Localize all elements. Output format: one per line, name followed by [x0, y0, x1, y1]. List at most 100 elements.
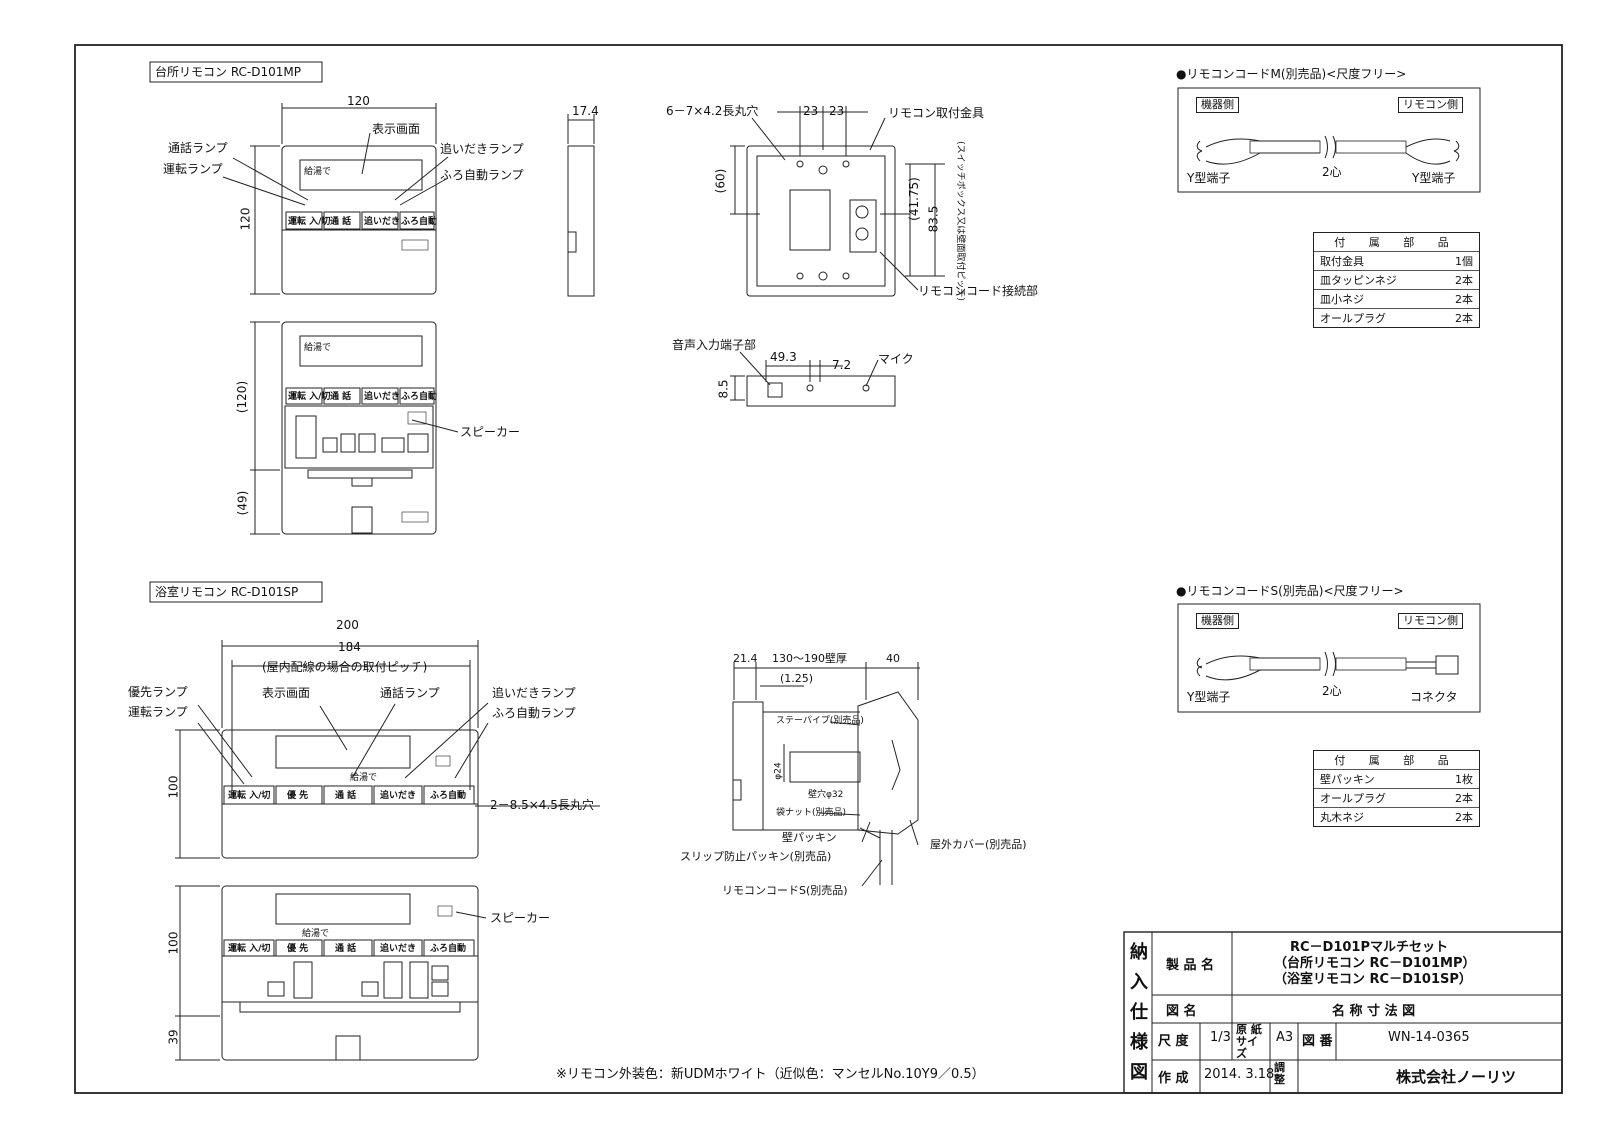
install-outer-cover-label: 屋外カバー(別売品) — [930, 838, 1027, 851]
acc-m-name: オールプラグ — [1320, 312, 1386, 325]
bath-open-btn-run[interactable]: 運転 入/切 — [228, 944, 271, 954]
drawing-number: WN-14-0365 — [1388, 1030, 1470, 1045]
company-name: 株式会社ノーリツ — [1396, 1068, 1517, 1086]
kitchen-open-height-dim: (120) — [235, 380, 250, 414]
kitchen-open-btn-reheat[interactable]: 追いだき — [364, 392, 401, 402]
acc-s-qty: 1枚 — [1427, 769, 1479, 789]
bath-call-lamp-label: 通話ランプ — [380, 686, 440, 700]
color-note: ※リモコン外装色：新UDMホワイト（近似色：マンセルNo.10Y9／0.5） — [556, 1067, 985, 1082]
kitchen-btn-reheat[interactable]: 追いだき — [364, 217, 401, 227]
acc-m-header: 付 属 部 品 — [1314, 233, 1479, 252]
acc-m-qty: 2本 — [1427, 270, 1479, 290]
product-line-1: RC－D101Pマルチセット — [1290, 940, 1449, 955]
cord-s-right-tag: リモコン側 — [1398, 613, 1463, 629]
kitchen-width-dim: 120 — [347, 94, 370, 108]
kitchen-btn-call[interactable]: 通 話 — [330, 217, 352, 227]
bracket-cord-conn-label: リモコンコード接続部 — [918, 284, 1039, 298]
cord-m-center: 2心 — [1322, 165, 1342, 179]
scale-value: 1/3 — [1210, 1030, 1231, 1045]
kitchen-open-btn-run[interactable]: 運転 入/切 — [288, 392, 331, 402]
acc-m-name: 取付金具 — [1314, 251, 1427, 271]
bath-btn-auto-bath[interactable]: ふろ自動 — [430, 791, 467, 801]
bath-lower-dim: 39 — [166, 1029, 181, 1045]
kitchen-depth-dim: 17.4 — [572, 104, 599, 118]
scale-label: 尺 度 — [1158, 1034, 1189, 1049]
kitchen-open-btn-call[interactable]: 通 話 — [330, 392, 352, 402]
cord-m-title: ●リモコンコードM(別売品)<尺度フリー> — [1176, 67, 1407, 81]
kitchen-open-btn-auto-bath[interactable]: ふろ自動 — [401, 392, 438, 402]
bath-run-lamp-label: 運転ランプ — [128, 705, 188, 719]
cord-s-left-term: Y型端子 — [1187, 690, 1231, 704]
bath-priority-lamp-label: 優先ランプ — [128, 685, 188, 699]
acc-m-qty: 2本 — [1427, 289, 1479, 309]
bath-btn-call[interactable]: 通 話 — [335, 791, 357, 801]
acc-s-qty: 2本 — [1427, 788, 1479, 808]
bottom-dim-b: 7.2 — [832, 358, 852, 372]
kitchen-open-screen-text: 給湯で — [304, 343, 332, 353]
bath-open-btn-call[interactable]: 通 話 — [335, 944, 357, 954]
kitchen-lower-dim: (49) — [235, 490, 250, 516]
bath-btn-reheat[interactable]: 追いだき — [380, 791, 417, 801]
bath-height2-dim: 100 — [166, 931, 181, 955]
kitchen-call-lamp-label: 通話ランプ — [168, 141, 228, 155]
bath-reheat-lamp-label: 追いだきランプ — [492, 686, 576, 700]
acc-m-qty: 2本 — [1455, 312, 1473, 325]
acc-s-header: 付 属 部 品 — [1314, 751, 1479, 770]
install-pipe-dim: φ24 — [773, 762, 784, 780]
bath-auto-bath-lamp-label: ふろ自動ランプ — [492, 706, 576, 720]
bracket-switchbox-label: (スイッチボックス又は壁面取付ピッチ) — [954, 141, 965, 301]
bottom-dim-a: 49.3 — [770, 350, 797, 364]
bracket-pitch1-dim: 23 — [803, 104, 819, 118]
bath-screen-text: 給湯で — [350, 773, 378, 783]
bath-speaker-label: スピーカー — [490, 911, 551, 925]
install-hole-dim: 壁穴φ32 — [808, 790, 844, 800]
product-line-2: （台所リモコン RC－D101MP） — [1274, 956, 1476, 971]
cord-m-right-term: Y型端子 — [1412, 171, 1456, 185]
cord-s-title: ●リモコンコードS(別売品)<尺度フリー> — [1176, 584, 1404, 598]
bath-open-btn-priority[interactable]: 優 先 — [287, 944, 309, 954]
bath-pitch-dim: 184 — [338, 640, 361, 654]
title-block-side: 納入仕様図 — [1130, 942, 1148, 1083]
bath-display-label: 表示画面 — [262, 686, 311, 700]
bath-open-btn-reheat[interactable]: 追いだき — [380, 944, 417, 954]
made-date: 2014. 3.18 — [1204, 1067, 1275, 1082]
install-dim-b: 130～190壁厚 — [772, 652, 847, 665]
bracket-height-dim: 83.5 — [926, 205, 941, 233]
cord-s-left-tag: 機器側 — [1196, 613, 1239, 629]
audio-terminal-label: 音声入力端子部 — [672, 338, 757, 352]
install-wall-packing-label: 壁パッキン — [782, 831, 837, 844]
drawing-name: 名 称 寸 法 図 — [1332, 1004, 1416, 1019]
acc-m-qty: 1個 — [1427, 251, 1479, 271]
cord-m-left-term: Y型端子 — [1187, 171, 1231, 185]
acc-m-name: 皿タッピンネジ — [1314, 270, 1427, 290]
cord-m-left-tag: 機器側 — [1196, 97, 1239, 113]
install-stay-pipe-label: ステーパイプ(別売品) — [776, 716, 864, 726]
bath-pitch-note: (屋内配線の場合の取付ピッチ) — [262, 660, 428, 674]
install-cord-s-label: リモコンコードS(別売品) — [722, 884, 848, 897]
product-label: 製 品 名 — [1166, 958, 1215, 973]
kitchen-screen-text: 給湯で — [304, 167, 332, 177]
bracket-pitch2-dim: 23 — [829, 104, 845, 118]
bath-open-btn-auto-bath[interactable]: ふろ自動 — [430, 944, 467, 954]
made-label: 作 成 — [1158, 1071, 1189, 1086]
kitchen-btn-auto-bath[interactable]: ふろ自動 — [401, 217, 438, 227]
acc-s-name: 丸木ネジ — [1320, 811, 1364, 824]
drawing-label: 図 名 — [1166, 1004, 1197, 1019]
bath-btn-run[interactable]: 運転 入/切 — [228, 791, 271, 801]
bath-btn-priority[interactable]: 優 先 — [287, 791, 309, 801]
cord-s-right-term: コネクタ — [1410, 690, 1458, 704]
bracket-mount-label: リモコン取付金具 — [888, 106, 985, 120]
kitchen-btn-run[interactable]: 運転 入/切 — [288, 217, 331, 227]
install-bag-nut-label: 袋ナット(別売品) — [776, 808, 847, 818]
install-dim-a: 21.4 — [733, 652, 758, 665]
kitchen-remote-title: 台所リモコン RC-D101MP — [155, 65, 301, 79]
bath-height1-dim: 100 — [166, 775, 181, 799]
